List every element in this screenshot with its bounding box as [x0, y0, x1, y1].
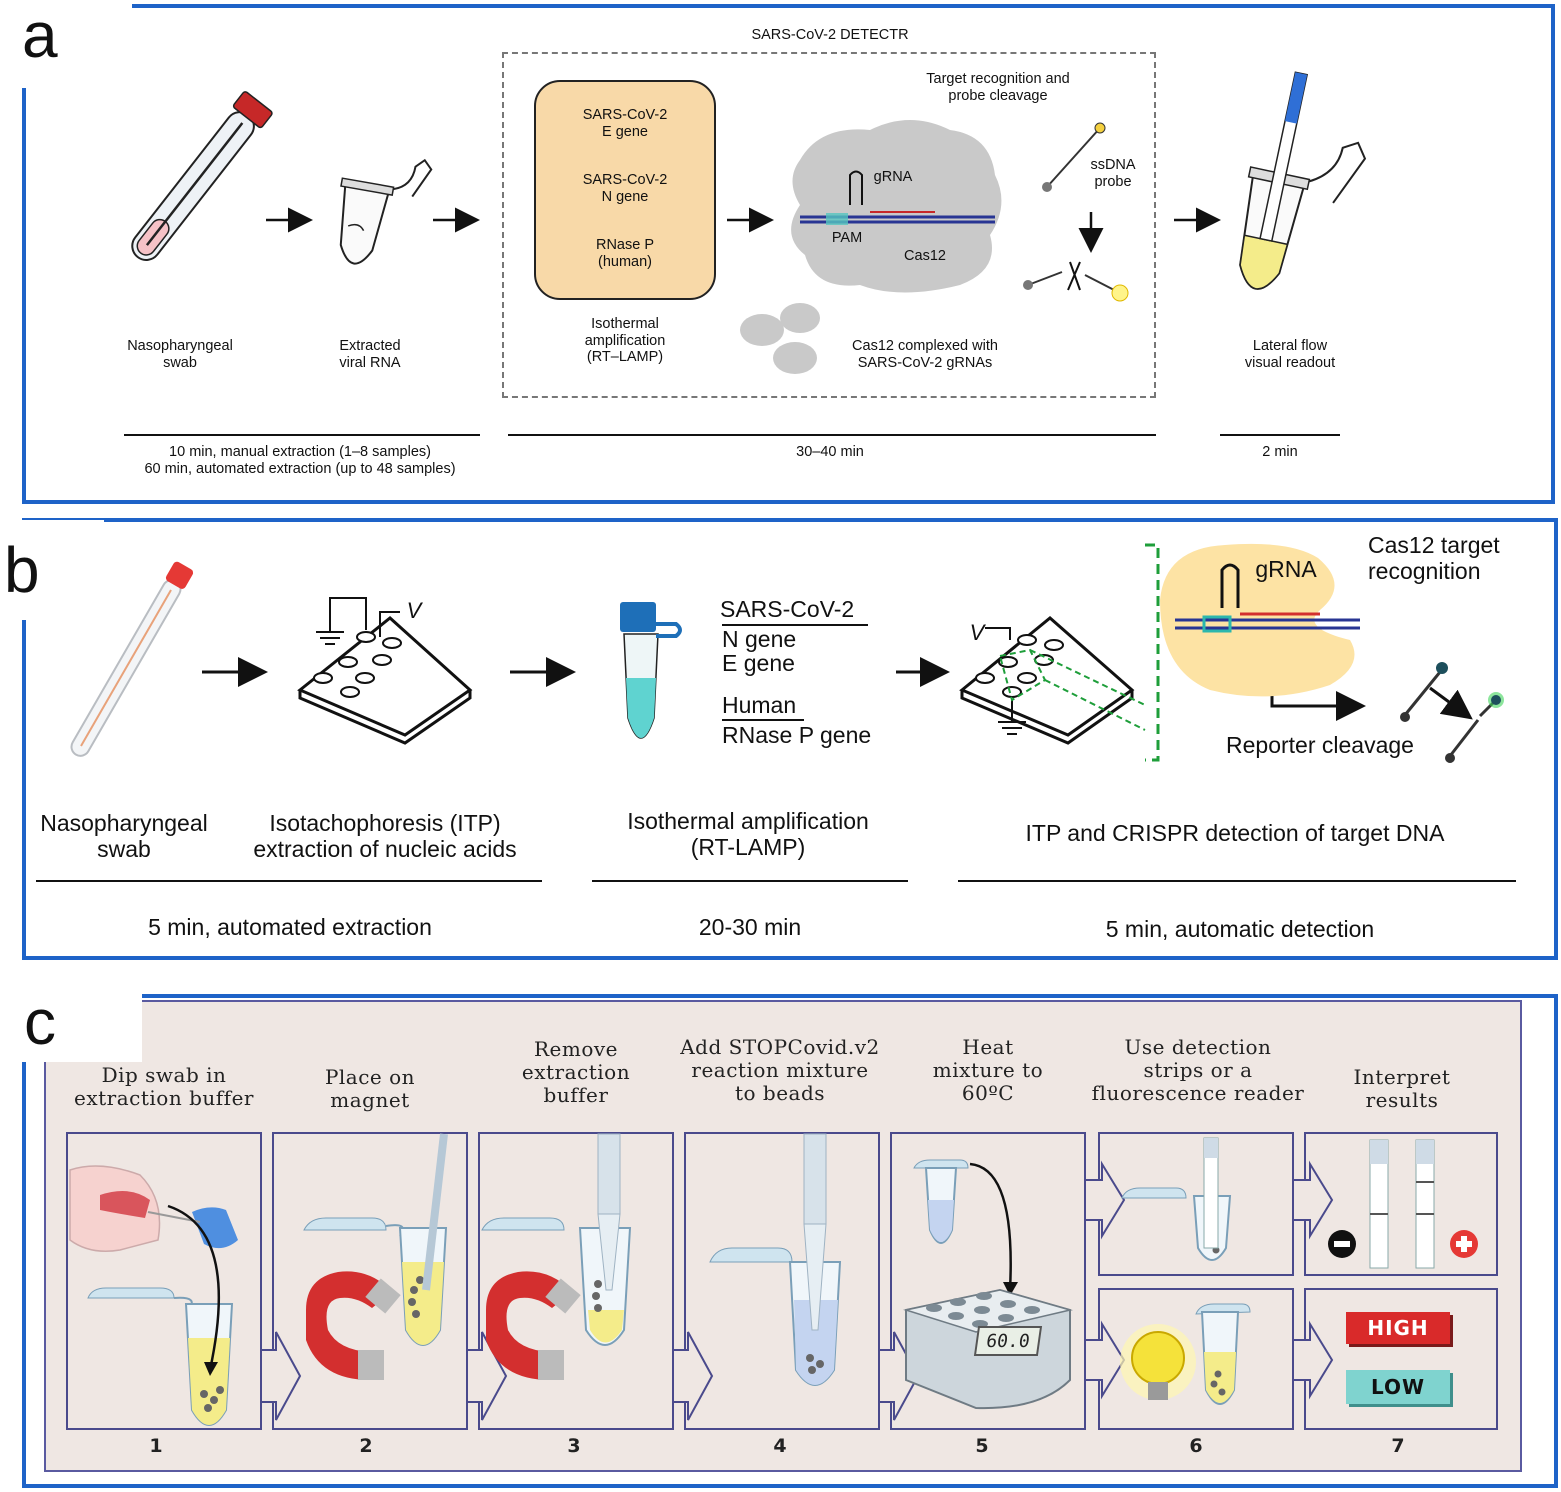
- panel-b-frame: [22, 518, 1558, 960]
- timeline-rule: [958, 880, 1516, 882]
- timeline-rule: [124, 434, 480, 436]
- timing-extraction: 5 min, automated extraction: [148, 914, 432, 940]
- step-box: [1304, 1288, 1498, 1430]
- step-box: [1098, 1288, 1294, 1430]
- panel-a-letter: a: [14, 0, 132, 88]
- timeline-rule: [508, 434, 1156, 436]
- grna-label: gRNA: [1255, 556, 1317, 582]
- detection-label: ITP and CRISPR detection of target DNA: [1025, 820, 1445, 846]
- step-box: [478, 1132, 674, 1430]
- readout-label: Lateral flow visual readout: [1244, 338, 1336, 371]
- step-1-title: Dip swab in extraction buffer: [74, 1063, 254, 1110]
- step-5-title: Heat mixture to 60ºC: [932, 1035, 1044, 1105]
- step-box: [1304, 1132, 1498, 1276]
- gene-rnase: RNase P (human): [595, 237, 655, 270]
- step-number: 4: [773, 1435, 787, 1457]
- panel-b-letter: b: [0, 520, 104, 620]
- rnase-gene-label: RNase P gene: [722, 722, 872, 748]
- result-high-badge: HIGH: [1346, 1312, 1450, 1344]
- gene-n: SARS-CoV-2 N gene: [582, 172, 668, 205]
- amplification-label: Isothermal amplification (RT–LAMP): [584, 316, 666, 366]
- timing-readout: 2 min: [1262, 444, 1298, 460]
- step-box: [890, 1132, 1086, 1430]
- e-gene-label: E gene: [722, 650, 795, 676]
- grna-label: gRNA: [873, 169, 913, 185]
- step-number: 2: [359, 1435, 373, 1457]
- timing-extraction: 10 min, manual extraction (1–8 samples) …: [144, 444, 456, 477]
- panel-c-letter: c: [0, 972, 142, 1062]
- step-box: [1098, 1132, 1294, 1276]
- heater-display: 60.0: [973, 1326, 1043, 1356]
- result-low-badge: LOW: [1346, 1370, 1450, 1404]
- voltage-label: V: [406, 598, 422, 623]
- reporter-cleavage-label: Reporter cleavage: [1226, 732, 1414, 758]
- timing-amplification: 20-30 min: [698, 914, 802, 940]
- timeline-rule: [1220, 434, 1340, 436]
- step-3-title: Remove extraction buffer: [521, 1037, 631, 1107]
- amplification-label: Isothermal amplification (RT-LAMP): [627, 808, 869, 861]
- cas12-label: Cas12: [904, 248, 946, 264]
- detectr-title: SARS-CoV-2 DETECTR: [751, 27, 909, 43]
- detectr-box: [502, 52, 1156, 398]
- step-6-title: Use detection strips or a fluorescence r…: [1091, 1035, 1305, 1105]
- gene-box: [534, 80, 716, 300]
- swab-label: Nasopharyngeal swab: [40, 810, 208, 863]
- complexed-label: Cas12 complexed with SARS-CoV-2 gRNAs: [852, 338, 998, 371]
- voltage-label: V: [969, 620, 985, 645]
- rna-label: Extracted viral RNA: [339, 338, 401, 371]
- heater-display-value: 60.0: [984, 1330, 1032, 1352]
- step-box: [684, 1132, 880, 1430]
- step-4-title: Add STOPCovid.v2 reaction mixture to bea…: [680, 1035, 880, 1105]
- step-7-title: Interpret results: [1353, 1065, 1451, 1112]
- step-box: [272, 1132, 468, 1430]
- timing-detectr: 30–40 min: [796, 444, 864, 460]
- n-gene-label: N gene: [722, 626, 797, 652]
- timeline-rule: [592, 880, 908, 882]
- panel-c-frame: [22, 994, 1558, 1488]
- timeline-rule: [36, 880, 542, 882]
- viral-gene-header: SARS-CoV-2: [720, 596, 855, 622]
- itp-label: Isotachophoresis (ITP) extraction of nuc…: [253, 810, 517, 863]
- step-number: 7: [1391, 1435, 1405, 1457]
- step-number: 1: [149, 1435, 163, 1457]
- step-number: 3: [567, 1435, 581, 1457]
- timing-detection: 5 min, automatic detection: [1105, 916, 1375, 942]
- step-number: 6: [1189, 1435, 1203, 1457]
- step-box: [66, 1132, 262, 1430]
- result-high-label: HIGH: [1367, 1316, 1429, 1340]
- pam-label: PAM: [831, 230, 863, 246]
- swab-label: Nasopharyngeal swab: [127, 338, 233, 371]
- gene-e: SARS-CoV-2 E gene: [582, 107, 668, 140]
- human-gene-header: Human: [722, 692, 797, 718]
- step-2-title: Place on magnet: [324, 1065, 416, 1112]
- result-low-label: LOW: [1370, 1375, 1426, 1399]
- divider: [722, 719, 804, 721]
- target-label: Target recognition and probe cleavage: [926, 71, 1070, 104]
- panel-a-frame: [22, 4, 1555, 504]
- cas12-recognition-label: Cas12 target recognition: [1368, 532, 1500, 585]
- step-number: 5: [975, 1435, 989, 1457]
- divider: [722, 624, 868, 626]
- probe-label: ssDNA probe: [1090, 157, 1136, 190]
